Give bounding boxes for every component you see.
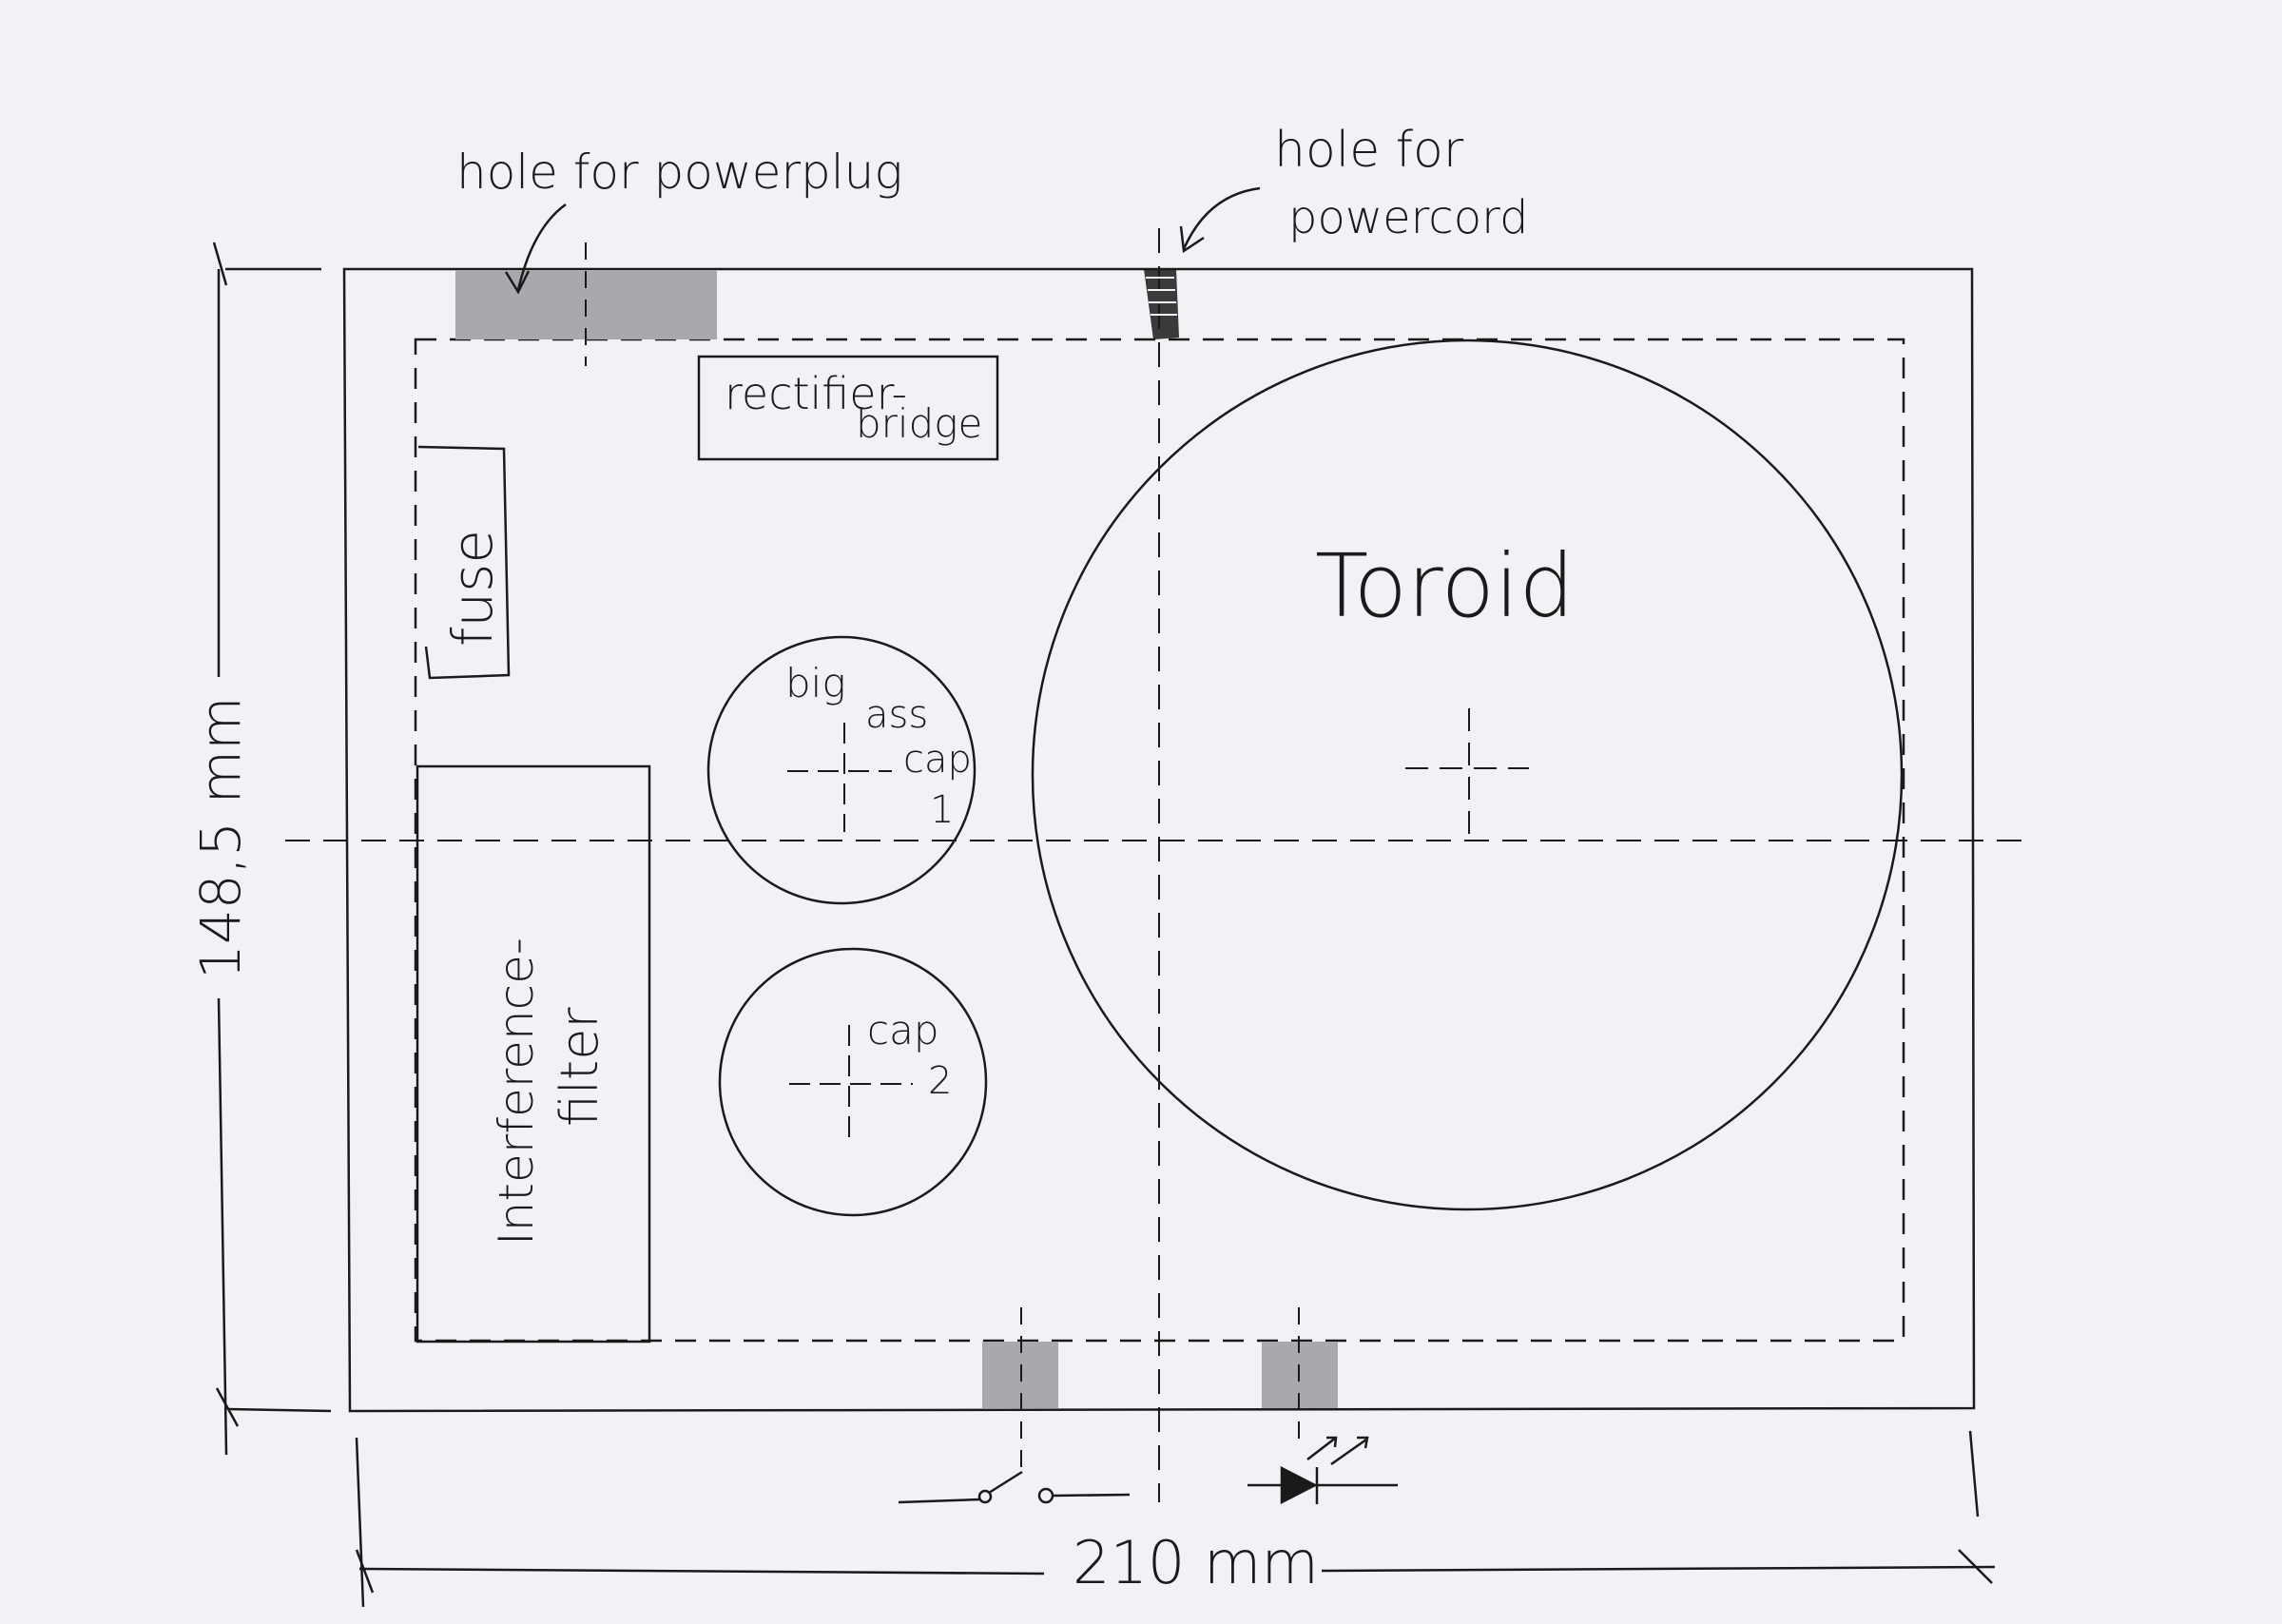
rectifier-label-line1: rectifier-	[725, 368, 907, 419]
capacitor-1-center-mark	[787, 723, 892, 832]
capacitor-1-outline	[706, 635, 977, 905]
capacitor-2-center-mark	[789, 1025, 913, 1146]
interference-filter-label-line2: filter	[550, 1007, 609, 1127]
fuse-label: fuse	[440, 530, 505, 647]
capacitor-1-label-ass: ass	[865, 693, 928, 737]
capacitor-1-label-number: 1	[930, 788, 954, 832]
toroid-outline	[1031, 338, 1904, 1211]
powerplug-pointer-arrow	[516, 203, 567, 291]
hole-powercord-label-line1: hole for	[1274, 122, 1464, 179]
fuse-holder	[417, 445, 511, 680]
powercord-hole	[1144, 269, 1179, 339]
capacitor-2-outline	[718, 947, 988, 1217]
height-dimension-label: 148,5 mm	[188, 697, 253, 979]
capacitor-2-label-number: 2	[928, 1059, 952, 1103]
capacitor-1-label-big: big	[785, 660, 846, 706]
width-dimension-label: 210 mm	[1073, 1528, 1319, 1597]
interference-filter-label-line1: Interference-	[489, 938, 544, 1246]
led-symbol	[1247, 1436, 1398, 1505]
powercord-pointer-arrow	[1182, 186, 1261, 250]
hole-powercord-label-line2: powercord	[1288, 191, 1528, 244]
powercord-pointer-arrowhead	[1179, 225, 1205, 254]
capacitor-1-label-cap: cap	[903, 738, 972, 782]
enclosure-outline	[342, 267, 1976, 1413]
hole-powerplug-label: hole for powerplug	[456, 145, 902, 200]
height-dimension-line	[212, 242, 332, 1456]
rectifier-bridge-box	[697, 355, 999, 461]
capacitor-2-label-cap: cap	[867, 1007, 939, 1054]
rectifier-label-line2: bridge	[856, 400, 982, 447]
interference-filter-box	[416, 764, 651, 1344]
switch-symbol	[898, 1470, 1131, 1504]
width-dimension-line	[355, 1430, 1996, 1608]
powerplug-pointer-arrowhead	[504, 270, 531, 295]
toroid-label: Toroid	[1315, 535, 1575, 637]
toroid-center-mark	[1405, 708, 1529, 835]
